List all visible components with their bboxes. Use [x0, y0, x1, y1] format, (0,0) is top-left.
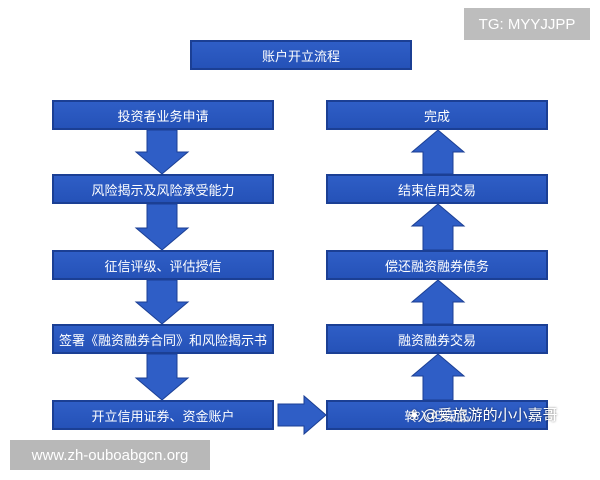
watermark-text: @爱旅游的小小嘉哥 [422, 406, 558, 424]
watermark: ❀@爱旅游的小小嘉哥 [408, 404, 558, 425]
bottom-right-arrow [277, 394, 327, 436]
paw-icon: ❀ [408, 406, 421, 424]
left-step-4: 签署《融资融券合同》和风险揭示书 [52, 324, 274, 354]
tg-badge: TG: MYYJJPP [464, 8, 590, 40]
left-down-arrow-2 [134, 203, 190, 251]
right-step-4: 融资融券交易 [326, 324, 548, 354]
left-down-arrow-1 [134, 129, 190, 175]
right-up-arrow-3 [410, 203, 466, 251]
right-step-3: 偿还融资融券债务 [326, 250, 548, 280]
left-step-2: 风险揭示及风险承受能力 [52, 174, 274, 204]
left-step-1: 投资者业务申请 [52, 100, 274, 130]
right-up-arrow-2 [410, 279, 466, 325]
url-badge: www.zh-ouboabgcn.org [10, 440, 210, 470]
right-up-arrow-1 [410, 353, 466, 401]
left-down-arrow-4 [134, 353, 190, 401]
left-step-5: 开立信用证券、资金账户 [52, 400, 274, 430]
right-step-1: 完成 [326, 100, 548, 130]
right-step-2: 结束信用交易 [326, 174, 548, 204]
right-up-arrow-4 [410, 129, 466, 175]
left-down-arrow-3 [134, 279, 190, 325]
title-box: 账户开立流程 [190, 40, 412, 70]
right-step-5: 转入担保品 [326, 400, 548, 430]
left-step-3: 征信评级、评估授信 [52, 250, 274, 280]
